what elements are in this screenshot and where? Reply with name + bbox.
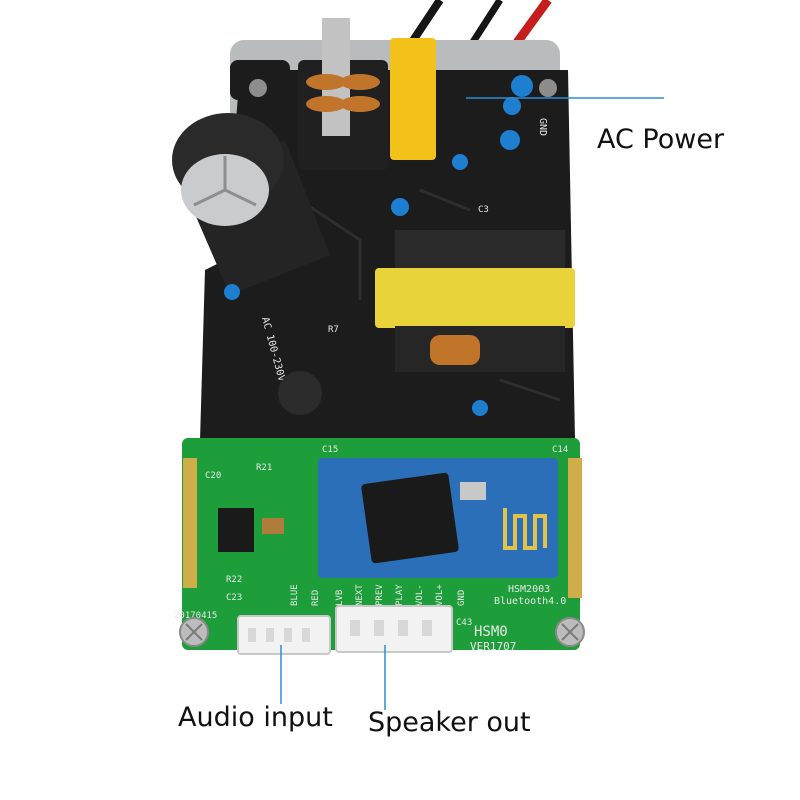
- ref-c3: C3: [478, 205, 489, 215]
- electrolytic-capacitor: [172, 113, 330, 295]
- ref-r21: R21: [256, 463, 272, 473]
- bt-module-version: Bluetooth4.0: [494, 596, 566, 607]
- ref-c14: C14: [552, 445, 568, 455]
- speaker-out-label: Speaker out: [368, 707, 531, 738]
- date-code: 20170415: [174, 611, 217, 621]
- ref-c23: C23: [226, 593, 242, 603]
- speaker-out-connector: [335, 605, 453, 653]
- ac-power-label: AC Power: [597, 124, 725, 155]
- pin-label: NEXT: [355, 584, 365, 606]
- bluetooth-module: HSM2003 Bluetooth4.0: [318, 458, 566, 607]
- ref-r22: R22: [226, 575, 242, 585]
- pin-label: PLAY: [395, 584, 405, 606]
- ref-c15: C15: [322, 445, 338, 455]
- audio-input-label: Audio input: [178, 702, 333, 733]
- pin-label: GND: [457, 590, 467, 606]
- output-inductor: [278, 371, 322, 415]
- common-mode-choke: [298, 18, 388, 170]
- pin-labels: BLUE RED LVB NEXT PREV PLAY VOL- VOL+ GN…: [290, 584, 467, 606]
- ref-c43: C43: [456, 618, 472, 628]
- pin-label: LVB: [335, 590, 345, 606]
- pin-label: PREV: [375, 584, 385, 606]
- bt-module-name: HSM2003: [508, 584, 550, 595]
- ceramic-capacitors: [224, 75, 533, 416]
- pin-label: VOL-: [415, 584, 425, 606]
- audio-input-connector: [237, 615, 331, 655]
- version-marking: VER1707: [470, 640, 516, 653]
- ref-c20: C20: [205, 471, 221, 481]
- mounting-screw: [555, 617, 585, 647]
- ref-gnd: GND: [537, 118, 548, 136]
- mounting-screw: [179, 617, 209, 647]
- x-capacitor: [390, 38, 436, 160]
- transformer: [375, 230, 575, 372]
- pin-label: RED: [311, 590, 321, 606]
- ref-r7: R7: [328, 325, 339, 335]
- pin-label: BLUE: [290, 584, 300, 606]
- model-marking: HSM0: [474, 624, 508, 640]
- pin-label: VOL+: [435, 584, 445, 606]
